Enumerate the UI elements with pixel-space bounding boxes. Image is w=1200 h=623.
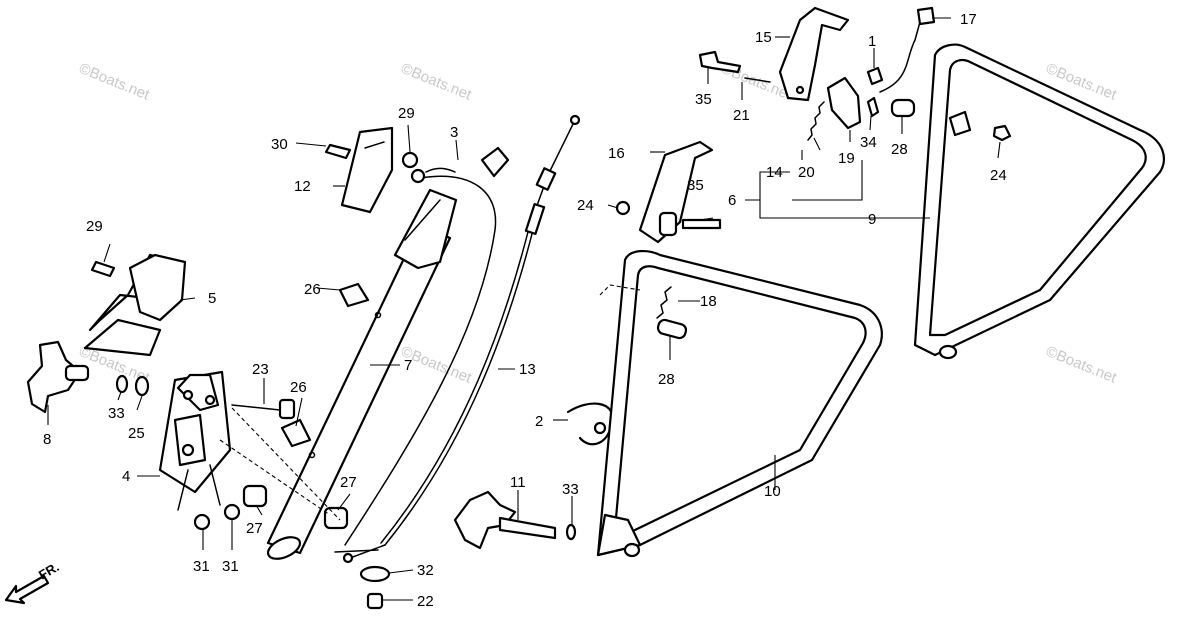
callout-2: 2 — [535, 413, 543, 430]
callout-9: 9 — [868, 211, 876, 228]
callout-33: 33 — [108, 405, 125, 422]
throttle-bracket — [778, 6, 850, 102]
callout-35b: 35 — [695, 91, 712, 108]
callout-3: 3 — [450, 124, 458, 141]
callout-13: 13 — [519, 361, 536, 378]
callout-15: 15 — [755, 29, 772, 46]
bolt-23 — [231, 404, 281, 411]
knob-lower — [453, 490, 517, 550]
spring-18 — [656, 286, 672, 319]
callout-29: 29 — [86, 218, 103, 235]
callout-labels: 1 2 3 4 5 6 7 8 9 10 11 12 13 14 15 16 1… — [43, 11, 1007, 610]
callout-25: 25 — [128, 425, 145, 442]
callout-18: 18 — [700, 293, 717, 310]
callout-35: 35 — [687, 177, 704, 194]
watermark: ©Boats.net — [399, 60, 475, 104]
spring-20 — [807, 101, 825, 141]
wire-connector — [480, 146, 510, 178]
callout-33b: 33 — [562, 481, 579, 498]
callout-16: 16 — [608, 145, 625, 162]
wire-harness — [344, 175, 497, 546]
handle-bracket — [158, 370, 232, 511]
callout-28b: 28 — [891, 141, 908, 158]
front-direction-indicator: FR. — [4, 559, 62, 605]
callout-26b: 26 — [304, 281, 321, 298]
callout-20: 20 — [798, 164, 815, 181]
callout-31b: 31 — [222, 558, 239, 575]
callout-31: 31 — [193, 558, 210, 575]
callout-34: 34 — [860, 134, 877, 151]
lever-19 — [826, 76, 862, 130]
callout-23: 23 — [252, 361, 269, 378]
upper-handle — [913, 43, 1165, 360]
callout-30: 30 — [271, 136, 288, 153]
callout-26: 26 — [290, 379, 307, 396]
lower-handle — [596, 250, 883, 558]
callout-6: 6 — [728, 192, 736, 209]
callout-14: 14 — [766, 164, 783, 181]
clamp-housing — [83, 253, 187, 357]
callout-22: 22 — [417, 593, 434, 610]
callout-7: 7 — [404, 357, 412, 374]
callout-10: 10 — [764, 483, 781, 500]
control-cable — [334, 114, 581, 564]
watermark: ©Boats.net — [1044, 343, 1120, 387]
callout-8: 8 — [43, 431, 51, 448]
callout-17: 17 — [960, 11, 977, 28]
watermark: ©Boats.net — [77, 60, 153, 104]
callout-27b: 27 — [340, 474, 357, 491]
cable-clamp — [566, 402, 614, 446]
callout-28: 28 — [658, 371, 675, 388]
callout-21: 21 — [733, 107, 750, 124]
callout-29b: 29 — [398, 105, 415, 122]
callout-19: 19 — [838, 150, 855, 167]
callout-12: 12 — [294, 178, 311, 195]
callout-5: 5 — [208, 290, 216, 307]
leader-lines — [47, 17, 1001, 601]
bracket-16 — [638, 140, 714, 244]
arrow-icon — [4, 574, 50, 605]
callout-24b: 24 — [990, 167, 1007, 184]
callout-11: 11 — [510, 474, 526, 491]
callout-24: 24 — [577, 197, 594, 214]
callout-4: 4 — [122, 468, 130, 485]
lever-cover — [340, 126, 394, 214]
callout-27: 27 — [246, 520, 263, 537]
callout-1: 1 — [868, 33, 876, 50]
handle-pipe — [266, 188, 458, 560]
callout-32: 32 — [417, 562, 434, 579]
wire-17 — [879, 21, 921, 93]
